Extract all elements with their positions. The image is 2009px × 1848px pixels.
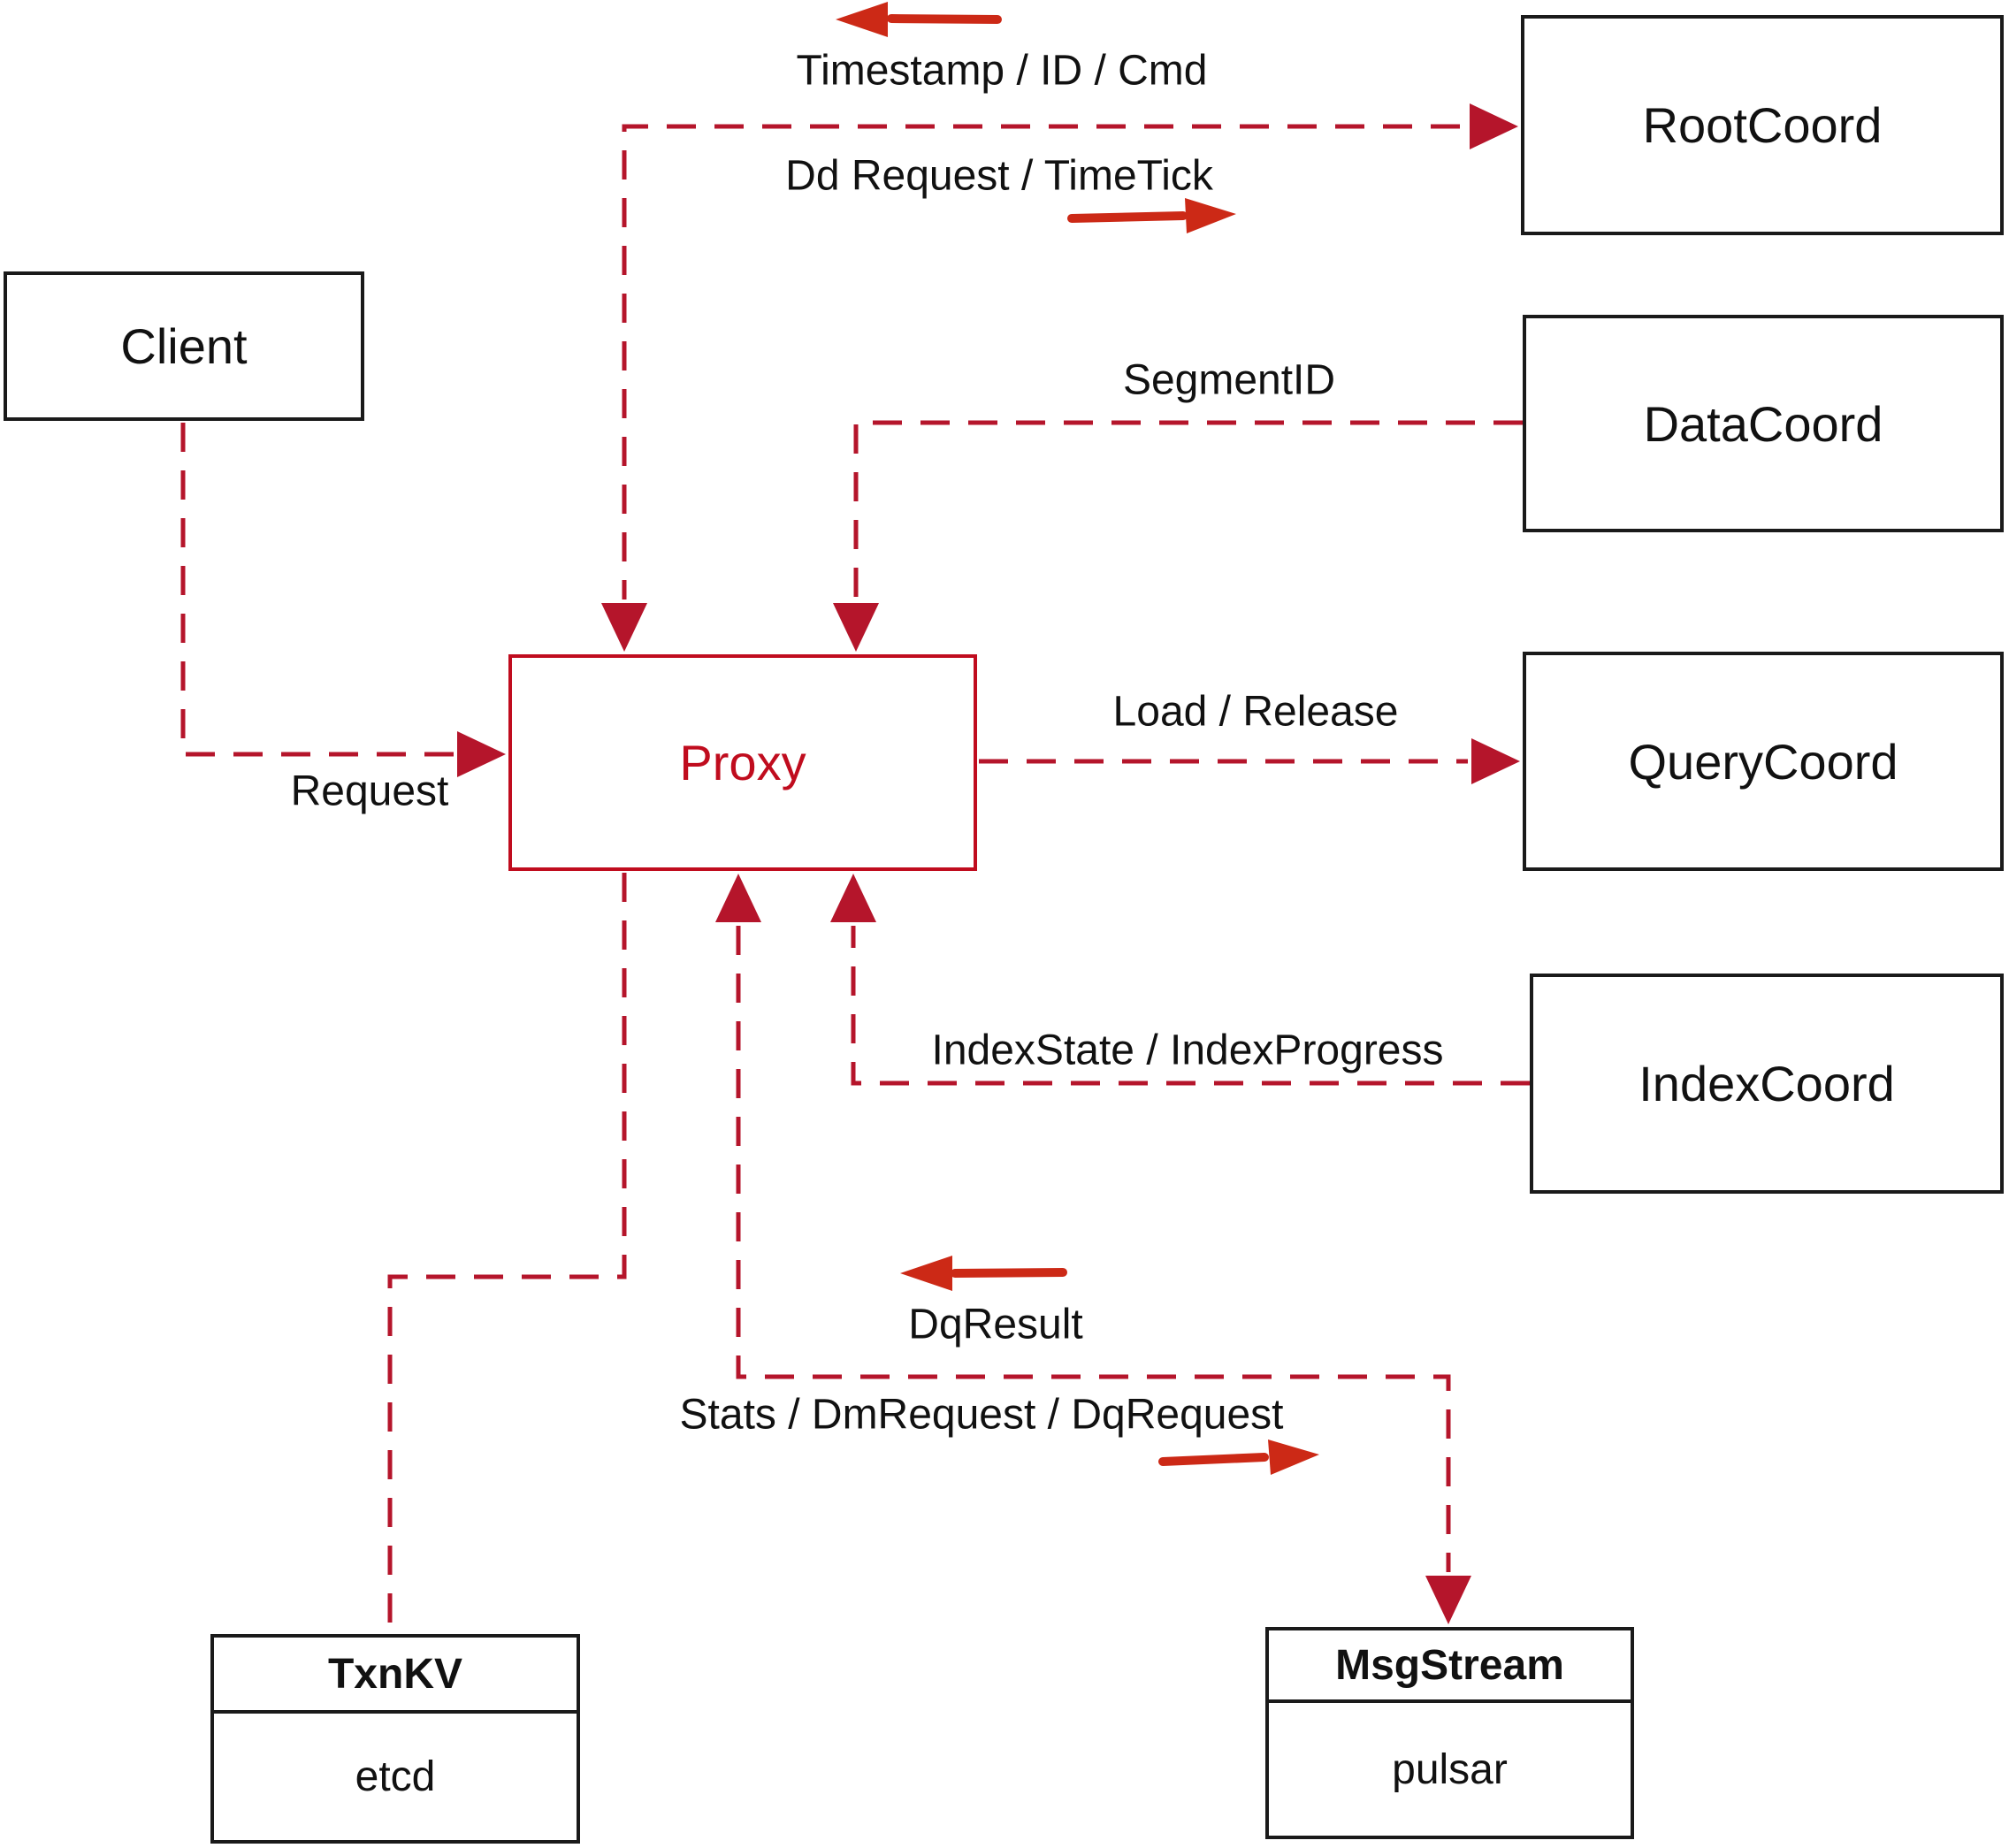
edge-label-segment-id: SegmentID <box>1122 356 1336 404</box>
node-msgstream: MsgStream pulsar <box>1265 1627 1634 1839</box>
edge-label-dqresult: DqResult <box>908 1301 1083 1348</box>
node-msgstream-title: MsgStream <box>1269 1630 1631 1703</box>
edge-label-load-release: Load / Release <box>1112 688 1399 736</box>
direction-arrow-left-dqresult <box>900 1256 1067 1291</box>
node-msgstream-impl: pulsar <box>1392 1745 1508 1793</box>
node-datacoord-label: DataCoord <box>1643 395 1883 452</box>
edge-label-timestamp-id-cmd: Timestamp / ID / Cmd <box>796 47 1208 95</box>
node-txnkv-title: TxnKV <box>214 1638 577 1714</box>
node-indexcoord: IndexCoord <box>1530 974 2004 1194</box>
edge-label-stats-dmrequest-dqrequest: Stats / DmRequest / DqRequest <box>679 1391 1284 1439</box>
node-txnkv: TxnKV etcd <box>210 1634 580 1844</box>
edge-proxy-rootcoord <box>601 103 1518 652</box>
node-proxy: Proxy <box>508 654 977 871</box>
direction-arrow-right-ddrequest <box>1067 198 1236 233</box>
node-indexcoord-label: IndexCoord <box>1639 1056 1895 1111</box>
node-proxy-label: Proxy <box>679 735 806 790</box>
node-rootcoord: RootCoord <box>1521 15 2004 235</box>
edge-datacoord-proxy <box>833 420 1523 652</box>
edge-client-proxy <box>180 423 506 777</box>
edge-proxy-msgstream <box>715 874 1471 1624</box>
node-querycoord-label: QueryCoord <box>1628 733 1898 790</box>
node-datacoord: DataCoord <box>1523 315 2004 532</box>
edge-indexcoord-proxy <box>830 874 1530 1086</box>
node-client: Client <box>4 271 364 421</box>
node-txnkv-impl: etcd <box>355 1753 436 1800</box>
direction-arrow-left-timestamp <box>836 2 1002 37</box>
edge-label-dd-request-timetick: Dd Request / TimeTick <box>785 152 1213 200</box>
edge-label-indexstate-indexprogress: IndexState / IndexProgress <box>931 1027 1444 1074</box>
direction-arrow-right-dqrequest <box>1158 1439 1319 1475</box>
edge-proxy-txnkv <box>387 873 627 1632</box>
node-querycoord: QueryCoord <box>1523 652 2004 871</box>
node-rootcoord-label: RootCoord <box>1642 97 1883 153</box>
node-client-label: Client <box>120 318 248 374</box>
edge-proxy-querycoord <box>979 738 1520 784</box>
edge-label-request: Request <box>290 767 449 815</box>
